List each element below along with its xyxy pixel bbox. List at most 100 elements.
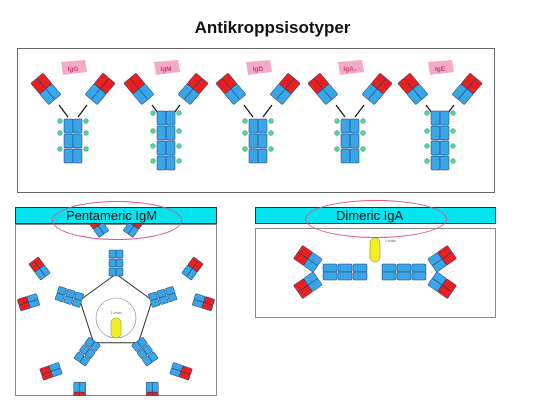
antibody-ige-icon: IgE: [397, 60, 483, 171]
glycan-dot: [424, 128, 430, 134]
antibody-igd-icon: IgD: [215, 60, 301, 164]
glycan-dot: [424, 143, 430, 149]
constant-domain-light: [46, 83, 61, 100]
fc-domain: [396, 263, 412, 273]
glycan-dot: [360, 130, 366, 136]
fc-domain-left: [340, 148, 351, 164]
fab-arm: [397, 73, 428, 105]
fc-domain-left: [248, 133, 259, 149]
fab-arm: [123, 224, 145, 238]
igm-monomer-icon: [148, 257, 215, 311]
variable-domain: [298, 245, 313, 259]
fab-arm: [87, 224, 109, 238]
fab-arm: [178, 73, 209, 105]
fc-domain: [337, 271, 353, 281]
isotype-tag: [154, 60, 180, 75]
fc-domain: [381, 271, 397, 281]
fc-domain-right: [349, 118, 360, 134]
igm-monomer-icon: [39, 337, 101, 396]
fc-domain-right: [165, 125, 176, 141]
glycan-dot: [83, 118, 89, 124]
glycan-dot: [360, 146, 366, 152]
pentameric-igm-diagram: J chain: [17, 224, 215, 396]
fc-domain: [337, 263, 353, 273]
variable-domain: [442, 252, 457, 266]
constant-domain-light: [139, 83, 154, 100]
fc-domain: [108, 258, 117, 268]
fc-domain: [57, 286, 67, 296]
fab-arm: [192, 293, 215, 311]
isotype-label: IgG: [68, 66, 79, 73]
igm-monomer-icon: [17, 257, 84, 311]
fc-domain-left: [430, 125, 441, 141]
glycan-dot: [334, 146, 340, 152]
glycan-dot: [242, 146, 248, 152]
fc-domain: [108, 267, 117, 277]
constant-domain-light: [458, 89, 474, 105]
fc-domain-right: [165, 110, 176, 126]
fab-arm: [307, 73, 338, 105]
constant-domain: [26, 293, 39, 303]
fc-domain: [115, 249, 124, 259]
fc-domain-right: [257, 118, 268, 134]
constant-domain-light: [323, 83, 338, 100]
fc-domain-left: [340, 133, 351, 149]
fc-domain: [352, 263, 368, 273]
fab-arm: [28, 257, 51, 280]
fc-domain: [84, 337, 95, 348]
fc-domain: [79, 344, 90, 355]
fc-domain-left: [156, 155, 167, 171]
fc-domain-left: [63, 133, 74, 149]
fc-domain-right: [72, 133, 83, 149]
fab-arm: [73, 381, 87, 396]
fc-domain-left: [63, 148, 74, 164]
fab-arm: [123, 73, 154, 105]
fc-domain-left: [430, 155, 441, 171]
fc-domain-right: [349, 148, 360, 164]
fab-arm: [362, 73, 393, 105]
isotype-label: IgD: [253, 66, 264, 73]
fab-arm: [427, 245, 457, 273]
fab-arm: [145, 381, 159, 396]
dimeric-iga-diagram: J chain: [293, 237, 457, 299]
fc-domain-right: [257, 133, 268, 149]
fc-domain: [381, 263, 397, 273]
constant-domain-light: [413, 83, 428, 100]
variable-domain: [152, 391, 159, 396]
fab-arm: [293, 245, 323, 273]
fab-arm: [17, 293, 40, 311]
glycan-dot: [450, 143, 456, 149]
isotype-tag: [338, 60, 364, 75]
glycan-dot: [424, 110, 430, 116]
antibody-igg-icon: IgG: [30, 60, 116, 164]
fc-domain-right: [439, 110, 450, 126]
fc-domain-right: [165, 155, 176, 171]
igm-monomer-icon: [87, 224, 145, 277]
constant-domain-light: [91, 89, 107, 105]
glycan-dot: [150, 158, 156, 164]
fc-domain-right: [72, 148, 83, 164]
constant-domain: [145, 381, 153, 393]
fab-arm: [427, 271, 457, 299]
fc-domain-right: [439, 155, 450, 171]
fc-domain: [158, 295, 169, 305]
glycan-dot: [242, 130, 248, 136]
glycan-dot: [176, 128, 182, 134]
fc-domain: [322, 263, 338, 273]
fc-domain: [322, 271, 338, 281]
variable-domain: [293, 278, 308, 292]
glycan-dot: [424, 158, 430, 164]
glycan-dot: [83, 130, 89, 136]
fc-domain: [65, 288, 76, 299]
constant-domain: [169, 368, 181, 377]
fc-domain: [150, 298, 160, 308]
fc-domain: [396, 271, 412, 281]
glycan-dot: [334, 130, 340, 136]
variable-domain: [146, 391, 153, 396]
variable-domain: [79, 391, 86, 396]
constant-domain: [128, 225, 139, 238]
glycan-dot: [57, 118, 63, 124]
glycan-dot: [334, 118, 340, 124]
